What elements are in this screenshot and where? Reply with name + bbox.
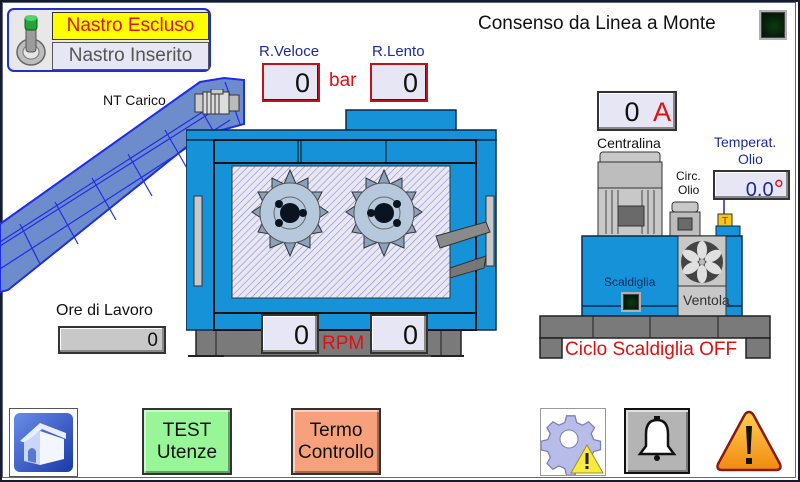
test-button-line2: Utenze — [156, 442, 218, 463]
fast-pressure-value: 0 — [262, 63, 320, 102]
upstream-consent-label: Consenso da Linea a Monte — [478, 13, 716, 34]
pressure-unit-label: bar — [329, 70, 357, 91]
rotor-left — [251, 168, 329, 258]
home-icon — [14, 413, 73, 472]
motor-current-unit: A — [652, 97, 671, 127]
work-hours-value: 0 — [58, 326, 166, 354]
motor-current-value: 0 — [624, 97, 640, 127]
bell-icon — [637, 416, 677, 461]
oil-temp-value: 0.0 — [745, 179, 774, 201]
conveyor-motor-icon — [193, 88, 241, 117]
conveyor-belt — [0, 74, 250, 294]
work-hours-label: Ore di Lavoro — [56, 302, 153, 319]
settings-warning-button[interactable] — [540, 408, 606, 476]
gear-warning-icon — [540, 415, 604, 476]
heater-cycle-status: Ciclo Scaldiglia OFF — [563, 339, 740, 361]
rpm-left-value: 0 — [261, 314, 319, 354]
warning-icon — [716, 410, 782, 472]
alarm-bell-button[interactable] — [624, 408, 690, 474]
oil-temp-display: 0.0° — [713, 170, 790, 202]
heater-led — [621, 292, 641, 312]
warning-button[interactable] — [714, 408, 784, 474]
fan-label: Ventola — [683, 292, 730, 308]
oil-temp-label-line2: Olio — [738, 151, 763, 167]
conveyor-toggle-panel: Nastro Escluso Nastro Inserito — [7, 8, 211, 72]
oil-circ-label-line1: Circ. — [676, 169, 701, 183]
rotor-right — [345, 168, 423, 258]
slow-pressure-value: 0 — [370, 63, 428, 102]
fast-pressure-label: R.Veloce — [259, 43, 320, 60]
home-button[interactable] — [9, 408, 78, 477]
shredder-machine — [185, 108, 506, 363]
hydraulic-unit-label: Centralina — [597, 135, 661, 151]
rpm-unit-label: RPM — [322, 333, 365, 354]
heater-label: Scaldiglia — [604, 275, 656, 289]
svg-text:T: T — [722, 216, 728, 227]
oil-circ-label-line2: Olio — [678, 183, 700, 197]
oil-temp-label-line1: Temperat. — [714, 134, 777, 150]
rpm-right-value: 0 — [370, 314, 428, 354]
hydraulic-unit-graphic: T — [538, 150, 778, 362]
oil-temp-unit: ° — [773, 174, 784, 204]
motor-current-display: 0 A — [597, 91, 677, 131]
test-button-line1: TEST — [162, 420, 212, 441]
thermo-control-button[interactable]: Termo Controllo — [291, 408, 381, 475]
upstream-consent-led — [759, 10, 787, 40]
conveyor-label: NT Carico — [103, 92, 166, 108]
thermo-button-line1: Termo — [309, 420, 363, 441]
test-utilities-button[interactable]: TEST Utenze — [142, 408, 232, 475]
conveyor-excluded-option[interactable]: Nastro Escluso — [52, 12, 209, 40]
slow-pressure-label: R.Lento — [372, 43, 425, 60]
toggle-switch-icon[interactable] — [11, 12, 55, 68]
conveyor-inserted-option[interactable]: Nastro Inserito — [52, 42, 209, 70]
thermo-button-line2: Controllo — [297, 442, 375, 463]
